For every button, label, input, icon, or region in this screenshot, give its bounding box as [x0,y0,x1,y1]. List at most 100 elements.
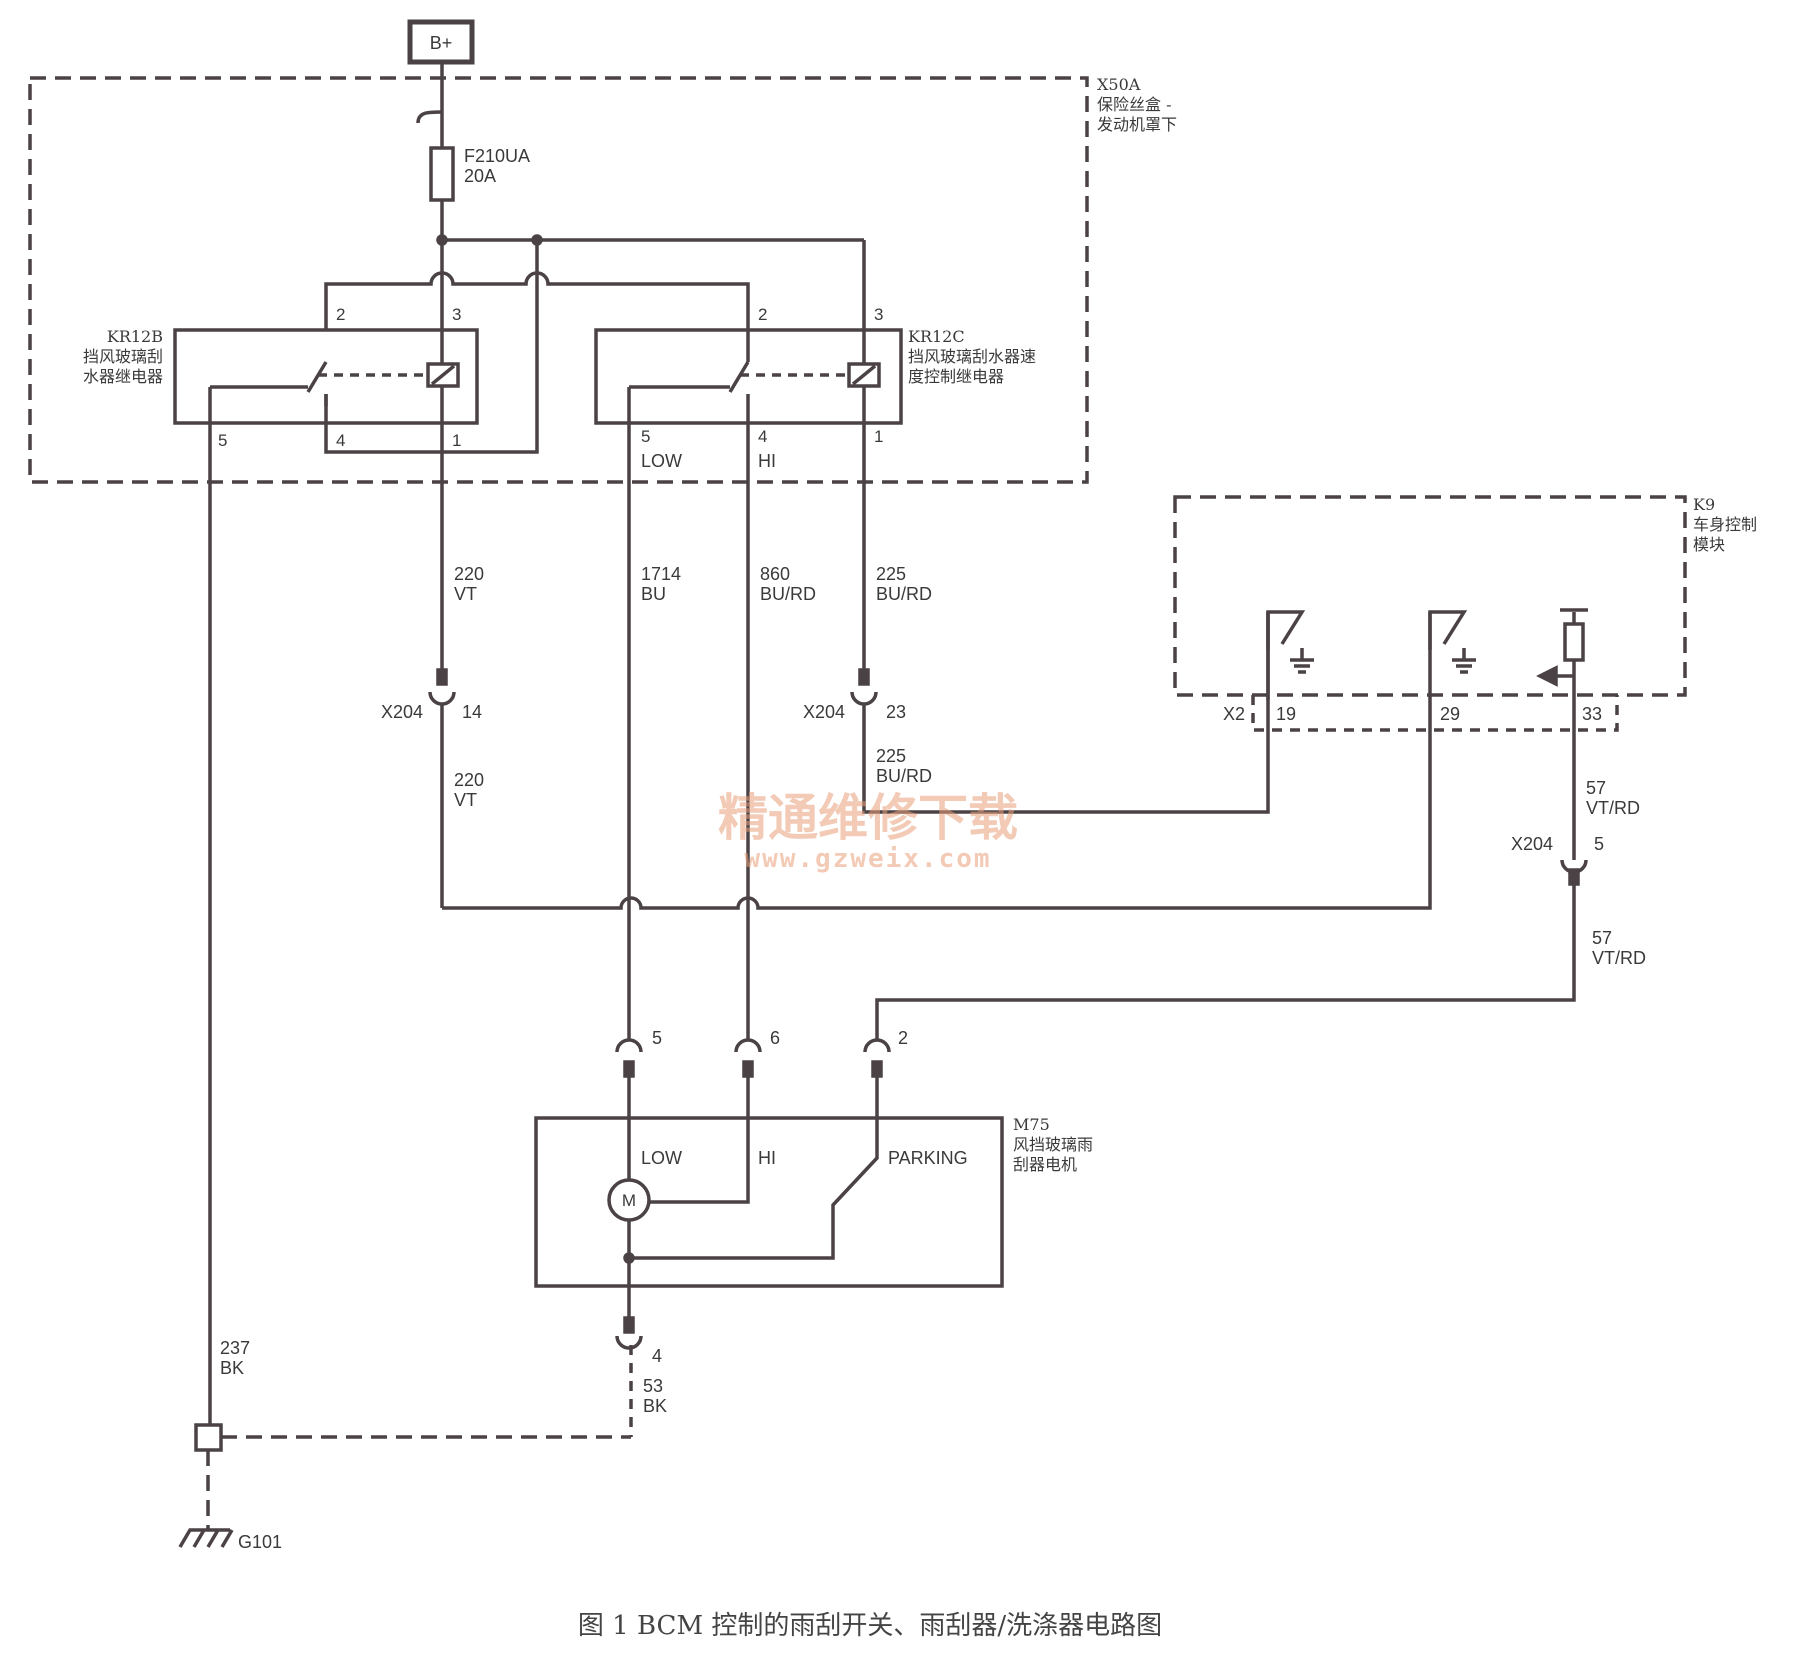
kr12c-pin-1: 1 [874,427,883,446]
battery-label: B+ [430,33,453,53]
wire-220-bus [442,612,1432,910]
bcm-id: K9 [1693,495,1715,514]
wire-225-bottom [862,612,1270,814]
x204-14-male [436,668,448,686]
bcm-ground-19 [1290,648,1314,674]
kr12c-id: KR12C [908,327,965,346]
motor-conn-4-male [623,1316,635,1334]
wire-225-top-circuit: 225 [876,564,906,584]
bcm-resistor-33 [1563,622,1585,662]
x204-14-pin: 14 [462,702,482,722]
wire-237-circuit: 237 [220,1338,250,1358]
bcm-pin-33: 33 [1582,704,1602,724]
motor-parking-label: PARKING [888,1148,968,1168]
wire-225-bottom-circuit: 225 [876,746,906,766]
wire-237-color: BK [220,1358,244,1378]
kr12c-pin-4: 4 [758,427,767,446]
kr12b-name-1: 挡风玻璃刮 [83,347,163,366]
motor-hi-wire [649,1076,750,1204]
motor-conn-6-pin: 6 [770,1028,780,1048]
motor-conn-2-pin: 2 [898,1028,908,1048]
motor-conn-2-male [871,1060,883,1078]
kr12c-name-2: 度控制继电器 [908,367,1004,386]
x204-23-id: X204 [803,702,845,722]
wire-220-bottom-circuit: 220 [454,770,484,790]
motor-conn-2-female [863,1038,891,1053]
bcm-pin-19: 19 [1276,704,1296,724]
kr12b-pin-5: 5 [218,431,227,450]
motor-low-label: LOW [641,1148,682,1168]
wire-57-bottom-color: VT/RD [1592,948,1646,968]
watermark-url: www.gzweix.com [744,844,991,874]
motor-conn-5-male [623,1060,635,1078]
ground-g101-symbol [178,1528,234,1548]
kr12b-id: KR12B [107,327,163,346]
bcm-name-2: 模块 [1693,535,1725,554]
motor-conn-4-pin: 4 [652,1346,662,1366]
x204-14-id: X204 [381,702,423,722]
motor-hi-label: HI [758,1148,776,1168]
motor-conn-4-female [615,1335,643,1350]
figure-caption: 图 1 BCM 控制的雨刮开关、雨刮器/洗涤器电路图 [578,1611,1162,1641]
junction-motor [623,1252,635,1264]
kr12b-pin-2: 2 [336,305,345,324]
motor-id: M75 [1013,1115,1050,1134]
bcm-ref-33-arrowhead [1536,665,1558,687]
bcm-switch-19-blade [1266,610,1306,650]
x204-23-pin: 23 [886,702,906,722]
fuse-box-terminal [416,110,443,124]
wire-860-circuit: 860 [760,564,790,584]
motor-parking-switch [629,1076,879,1260]
kr12c-armature [728,361,750,393]
kr12c-name-1: 挡风玻璃刮水器速 [908,347,1036,366]
wire-57-top-color: VT/RD [1586,798,1640,818]
kr12c-low-label: LOW [641,451,682,471]
bcm-ref-33 [1560,608,1588,624]
wire-57-bottom-circuit: 57 [1592,928,1612,948]
motor-symbol-label: M [622,1191,636,1210]
motor-conn-6-male [742,1060,754,1078]
motor-conn-6-female [734,1038,762,1053]
x204-5-id: X204 [1511,834,1553,854]
motor-name-1: 风挡玻璃雨 [1013,1135,1093,1154]
bcm-name-1: 车身控制 [1693,515,1757,534]
x204-5-pin: 5 [1594,834,1604,854]
wire-53-color: BK [643,1396,667,1416]
motor-box [534,1116,1004,1288]
ground-splice [194,1423,223,1452]
x204-23-male [858,668,870,686]
kr12b-coil-diag [430,364,456,386]
bcm-switch-29-blade [1428,610,1468,650]
kr12c-pin-3: 3 [874,305,883,324]
fuse-box-id: X50A [1097,75,1141,94]
bcm-ground-29 [1452,648,1476,674]
kr12b-box [173,328,479,425]
kr12b-pin-4: 4 [336,431,345,450]
bcm-connector-id: X2 [1223,704,1245,724]
wire-53-circuit: 53 [643,1376,663,1396]
wire-1714-color: BU [641,584,666,604]
kr12c-pin-2: 2 [758,305,767,324]
kr12b-pin-3: 3 [452,305,461,324]
x204-14-female [428,691,456,706]
wire-57-bottom [875,884,1576,1040]
kr12c-coil-diag [851,364,877,386]
wire-220-top-color: VT [454,584,477,604]
watermark-text: 精通维修下载 [718,789,1018,847]
kr12c-hi-label: HI [758,451,776,471]
wire-57-top-circuit: 57 [1586,778,1606,798]
kr12b-pin-1: 1 [452,431,461,450]
x204-5-male [1568,868,1580,886]
fuse-box-outline [28,76,1089,484]
fuse-box-name-2: 发动机罩下 [1097,115,1177,134]
x204-23-female [850,691,878,706]
wire-860-color: BU/RD [760,584,816,604]
junction-bus-left [436,234,448,246]
wire-1714-circuit: 1714 [641,564,681,584]
fuse-symbol [429,146,455,202]
fuse-id: F210UA [464,146,530,166]
junction-bus-mid [531,234,543,246]
wire-225-top-color: BU/RD [876,584,932,604]
wire-225-bottom-color: BU/RD [876,766,932,786]
